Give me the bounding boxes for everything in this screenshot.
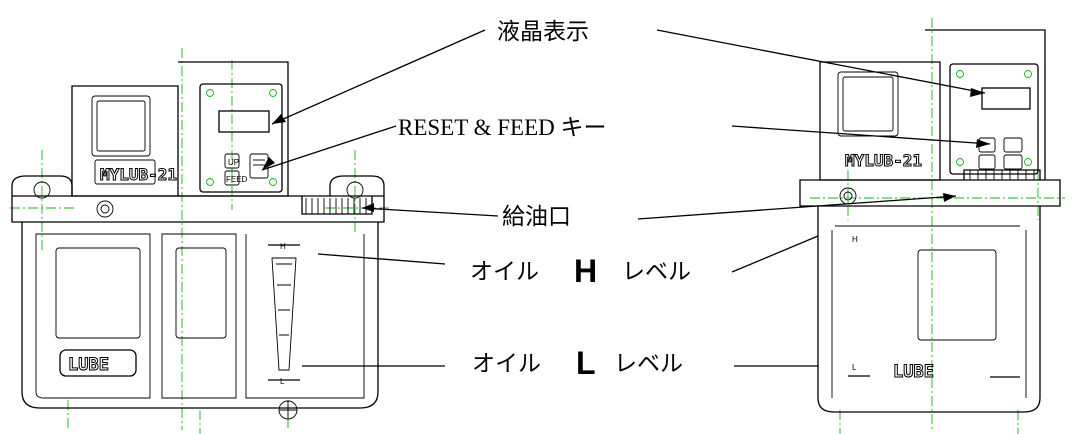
- tank-brand-front: LUBE: [68, 355, 109, 375]
- label-lcd: 液晶表示: [497, 19, 589, 44]
- callout-reset-feed: RESET & FEED キー: [261, 115, 991, 171]
- feed-key-front: [224, 170, 240, 186]
- front-view-unit: UP FEED MYLUB-21 LUBE H: [10, 48, 390, 434]
- gauge-high-mark-front: H: [280, 242, 286, 251]
- leader-fill-port-right: [637, 195, 957, 220]
- leader-lcd-left: [271, 29, 486, 125]
- leader-lcd-right: [656, 29, 986, 94]
- tank-brand-side: LUBE: [893, 362, 934, 382]
- level-gauge-front: H L: [268, 242, 300, 386]
- fill-port-front: [301, 196, 373, 215]
- leader-reset-feed-left: [261, 125, 397, 171]
- model-badge-side: MYLUB-21: [845, 151, 922, 170]
- label-fill-port: 給油口: [502, 204, 571, 229]
- gauge-high-mark-side: H: [852, 235, 858, 244]
- gauge-low-mark-side: L: [852, 363, 857, 372]
- oil-tank-front: [21, 222, 379, 409]
- leader-oil-h-left: [317, 253, 446, 265]
- label-oil-l-prefix: オイル: [472, 351, 541, 376]
- up-key-front: [224, 153, 240, 169]
- label-oil-h-suffix: レベル: [622, 259, 691, 284]
- callout-lcd: 液晶表示: [271, 19, 986, 125]
- feed-key-label: FEED: [226, 175, 248, 184]
- leader-fill-port-left: [361, 207, 499, 217]
- callout-fill-port: 給油口: [361, 193, 957, 229]
- lcd-window-side: [981, 87, 1031, 110]
- label-reset-feed: RESET & FEED キー: [398, 115, 607, 140]
- leader-oil-h-right: [731, 235, 819, 273]
- oil-tank-side: [817, 206, 1041, 413]
- callout-oil-l-level: オイル L レベル: [302, 345, 818, 381]
- up-key-label: UP: [228, 158, 239, 167]
- label-oil-h-prefix: オイル: [470, 259, 539, 284]
- lcd-window-front: [218, 110, 270, 133]
- reset-key-side: [1003, 137, 1023, 153]
- callout-oil-h-level: オイル H レベル: [317, 235, 819, 289]
- leader-reset-feed-right: [731, 125, 991, 145]
- label-oil-l-suffix: レベル: [614, 351, 683, 376]
- gauge-low-mark-front: L: [280, 377, 285, 386]
- label-oil-h-letter: H: [574, 253, 597, 289]
- model-badge-front: MYLUB-21: [100, 165, 177, 184]
- side-view-unit: MYLUB-21 H L LUBE: [799, 18, 1065, 434]
- feed-key-side: [978, 154, 996, 170]
- label-oil-l-letter: L: [576, 345, 596, 381]
